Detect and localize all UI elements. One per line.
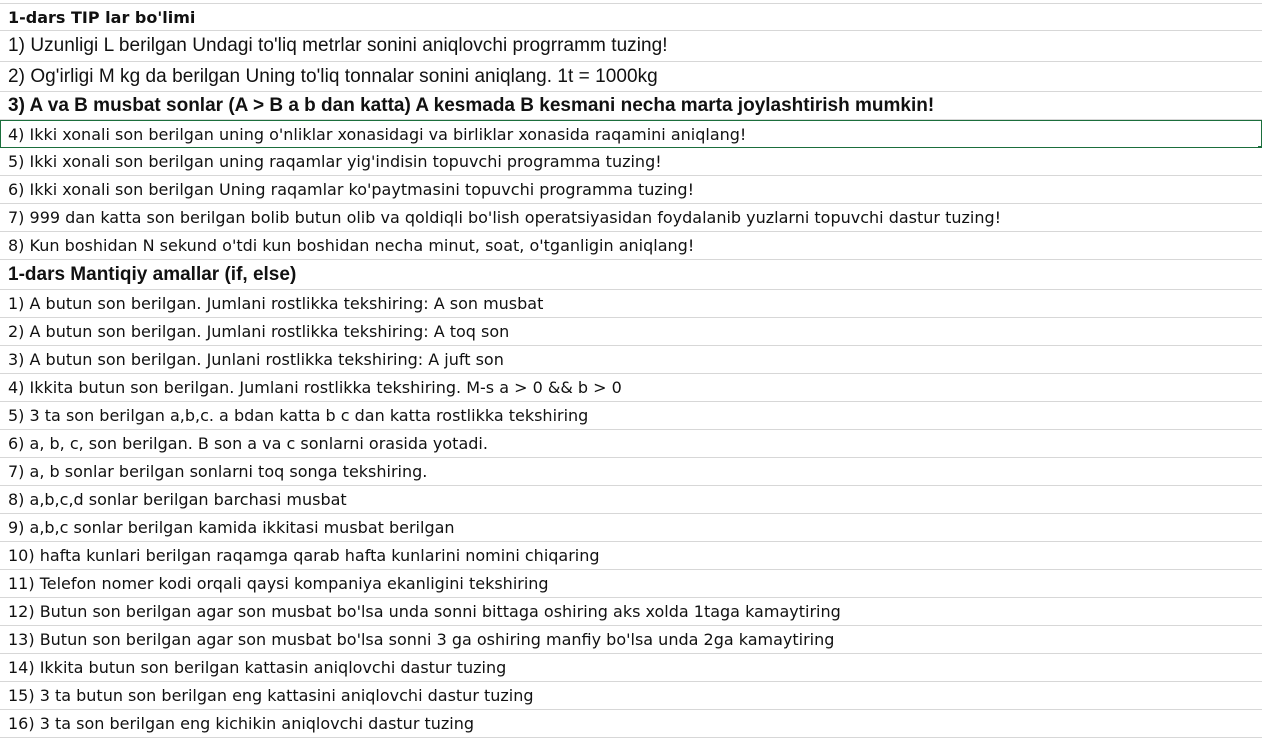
cell-text: 16) 3 ta son berilgan eng kichikin aniql… bbox=[8, 714, 475, 733]
spreadsheet-row[interactable]: 3) A va B musbat sonlar (A > B a b dan k… bbox=[0, 92, 1262, 120]
cell-text: 14) Ikkita butun son berilgan kattasin a… bbox=[8, 658, 507, 677]
selected-cell-row[interactable]: 4) Ikki xonali son berilgan uning o'nlik… bbox=[0, 120, 1262, 148]
spreadsheet-row[interactable]: 7) a, b sonlar berilgan sonlarni toq son… bbox=[0, 458, 1262, 486]
cell-text: 5) Ikki xonali son berilgan uning raqaml… bbox=[8, 152, 662, 171]
spreadsheet-row[interactable]: 3) A butun son berilgan. Junlani rostlik… bbox=[0, 346, 1262, 374]
spreadsheet-row[interactable]: 8) Kun boshidan N sekund o'tdi kun boshi… bbox=[0, 232, 1262, 260]
spreadsheet-row-section-header[interactable]: 1-dars Mantiqiy amallar (if, else) bbox=[0, 260, 1262, 290]
cell-text: 8) a,b,c,d sonlar berilgan barchasi musb… bbox=[8, 490, 347, 509]
cell-text: 8) Kun boshidan N sekund o'tdi kun boshi… bbox=[8, 236, 695, 255]
cell-text: 10) hafta kunlari berilgan raqamga qarab… bbox=[8, 546, 600, 565]
cell-text: 2) A butun son berilgan. Jumlani rostlik… bbox=[8, 322, 510, 341]
spreadsheet-row[interactable]: 1) Uzunligi L berilgan Undagi to'liq met… bbox=[0, 31, 1262, 62]
cell-text: 15) 3 ta butun son berilgan eng kattasin… bbox=[8, 686, 534, 705]
spreadsheet-row[interactable]: 14) Ikkita butun son berilgan kattasin a… bbox=[0, 654, 1262, 682]
spreadsheet-row[interactable]: 2) Og'irligi M kg da berilgan Uning to'l… bbox=[0, 62, 1262, 92]
cell-text: 7) 999 dan katta son berilgan bolib butu… bbox=[8, 208, 1002, 227]
cell-text: 1) A butun son berilgan. Jumlani rostlik… bbox=[8, 294, 544, 313]
spreadsheet-row[interactable]: 9) a,b,c sonlar berilgan kamida ikkitasi… bbox=[0, 514, 1262, 542]
spreadsheet-row[interactable]: 6) Ikki xonali son berilgan Uning raqaml… bbox=[0, 176, 1262, 204]
spreadsheet-row[interactable]: 16) 3 ta son berilgan eng kichikin aniql… bbox=[0, 710, 1262, 738]
spreadsheet-row[interactable]: 12) Butun son berilgan agar son musbat b… bbox=[0, 598, 1262, 626]
cell-text: 6) Ikki xonali son berilgan Uning raqaml… bbox=[8, 180, 694, 199]
cell-text: 1) Uzunligi L berilgan Undagi to'liq met… bbox=[8, 35, 668, 56]
spreadsheet-row-section-header[interactable]: 1-dars TIP lar bo'limi bbox=[0, 3, 1262, 31]
cell-text: 1-dars Mantiqiy amallar (if, else) bbox=[8, 263, 297, 285]
cell-text: 5) 3 ta son berilgan a,b,c. a bdan katta… bbox=[8, 406, 589, 425]
cell-text: 4) Ikki xonali son berilgan uning o'nlik… bbox=[8, 124, 747, 144]
spreadsheet-row[interactable]: 10) hafta kunlari berilgan raqamga qarab… bbox=[0, 542, 1262, 570]
cell-text: 7) a, b sonlar berilgan sonlarni toq son… bbox=[8, 462, 428, 481]
cell-text: 4) Ikkita butun son berilgan. Jumlani ro… bbox=[8, 378, 622, 397]
spreadsheet-row[interactable]: 6) a, b, c, son berilgan. B son a va c s… bbox=[0, 430, 1262, 458]
cell-text: 9) a,b,c sonlar berilgan kamida ikkitasi… bbox=[8, 518, 455, 537]
cell-text: 3) A va B musbat sonlar (A > B a b dan k… bbox=[8, 94, 935, 116]
cell-text: 3) A butun son berilgan. Junlani rostlik… bbox=[8, 350, 504, 369]
cell-text: 2) Og'irligi M kg da berilgan Uning to'l… bbox=[8, 65, 658, 87]
cell-text: 13) Butun son berilgan agar son musbat b… bbox=[8, 630, 835, 649]
spreadsheet-row[interactable]: 5) 3 ta son berilgan a,b,c. a bdan katta… bbox=[0, 402, 1262, 430]
cell-text: 11) Telefon nomer kodi orqali qaysi komp… bbox=[8, 574, 549, 593]
spreadsheet-row[interactable]: 1) A butun son berilgan. Jumlani rostlik… bbox=[0, 290, 1262, 318]
spreadsheet-row[interactable]: 2) A butun son berilgan. Jumlani rostlik… bbox=[0, 318, 1262, 346]
spreadsheet-row[interactable]: 13) Butun son berilgan agar son musbat b… bbox=[0, 626, 1262, 654]
cell-text: 1-dars TIP lar bo'limi bbox=[8, 7, 196, 27]
spreadsheet-row[interactable]: 4) Ikkita butun son berilgan. Jumlani ro… bbox=[0, 374, 1262, 402]
cell-text: 12) Butun son berilgan agar son musbat b… bbox=[8, 602, 841, 621]
spreadsheet-row[interactable]: 15) 3 ta butun son berilgan eng kattasin… bbox=[0, 682, 1262, 710]
spreadsheet-row[interactable]: 7) 999 dan katta son berilgan bolib butu… bbox=[0, 204, 1262, 232]
spreadsheet-row[interactable]: 5) Ikki xonali son berilgan uning raqaml… bbox=[0, 148, 1262, 176]
spreadsheet-row[interactable]: 8) a,b,c,d sonlar berilgan barchasi musb… bbox=[0, 486, 1262, 514]
cell-text: 6) a, b, c, son berilgan. B son a va c s… bbox=[8, 434, 488, 453]
spreadsheet-row[interactable]: 11) Telefon nomer kodi orqali qaysi komp… bbox=[0, 570, 1262, 598]
